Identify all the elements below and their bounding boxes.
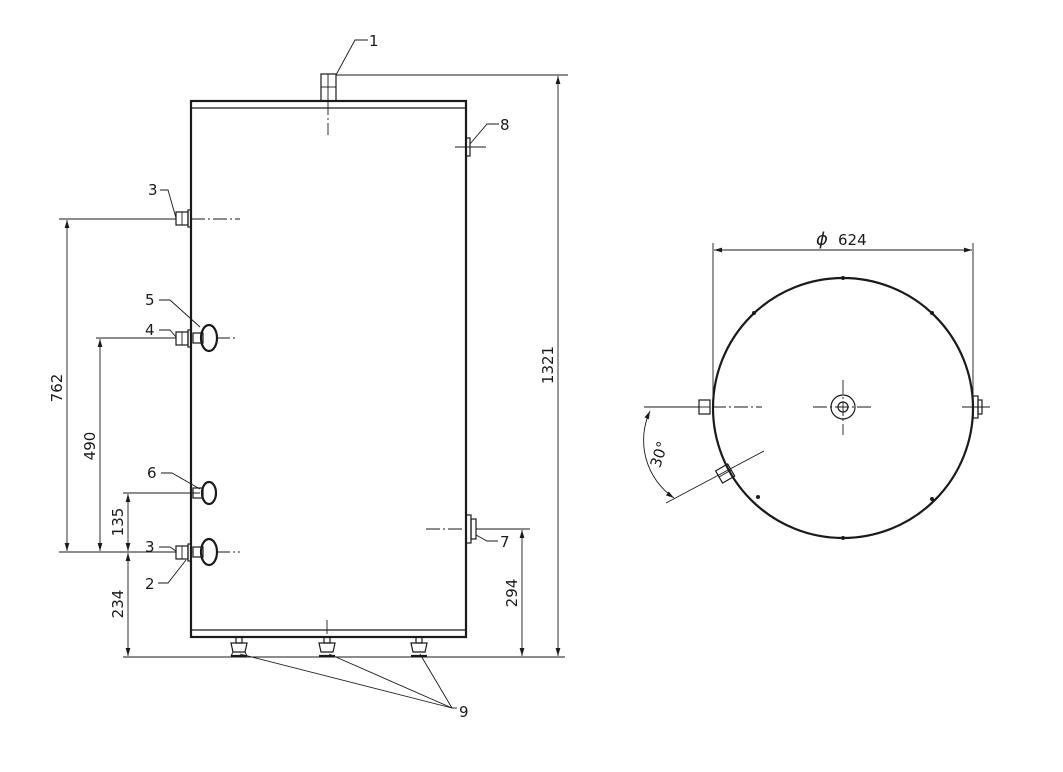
front-view: 1 8 3 5 4 6 3 2 7 9 1321 762 490 135 234… [48, 32, 568, 721]
foot-left [230, 636, 248, 658]
connection-7 [426, 514, 477, 544]
angle-label: 30° [647, 439, 672, 470]
dim-1321: 1321 [539, 346, 557, 384]
connection-8 [455, 137, 486, 157]
dim-294: 294 [503, 579, 521, 608]
callout-6: 6 [147, 464, 157, 482]
angle-leg-line [665, 450, 765, 504]
callout-9: 9 [459, 703, 469, 721]
dim-762: 762 [48, 374, 66, 403]
callout-3-top: 3 [148, 181, 158, 199]
diameter-value: 624 [838, 231, 867, 249]
callout-5: 5 [145, 291, 155, 309]
center-fitting [813, 380, 873, 435]
perimeter-dots [752, 276, 934, 540]
connection-4-5 [175, 323, 238, 353]
leader-lines [158, 39, 499, 709]
dimension-lines [59, 74, 568, 656]
dim-234: 234 [109, 590, 127, 619]
foot-middle [318, 620, 336, 658]
diameter-symbol: ϕ [816, 229, 828, 250]
callout-3-bottom: 3 [145, 538, 155, 556]
dim-135: 135 [109, 508, 127, 537]
top-connection-angled [714, 463, 736, 484]
angle-arc [643, 410, 675, 499]
connection-1 [320, 73, 337, 135]
dim-490: 490 [81, 432, 99, 461]
tank-body [189, 99, 468, 639]
connection-3-bottom [175, 537, 240, 567]
callout-4: 4 [145, 321, 155, 339]
connection-3-top [175, 209, 240, 228]
callout-2: 2 [145, 575, 155, 593]
top-connection-left [698, 399, 762, 415]
foot-right [410, 636, 428, 658]
top-view: 30° ϕ 624 [643, 229, 990, 540]
callout-7: 7 [500, 533, 510, 551]
top-connection-right [962, 395, 990, 419]
tank-feet [230, 620, 428, 658]
callout-8: 8 [500, 116, 510, 134]
callout-1: 1 [369, 32, 379, 50]
